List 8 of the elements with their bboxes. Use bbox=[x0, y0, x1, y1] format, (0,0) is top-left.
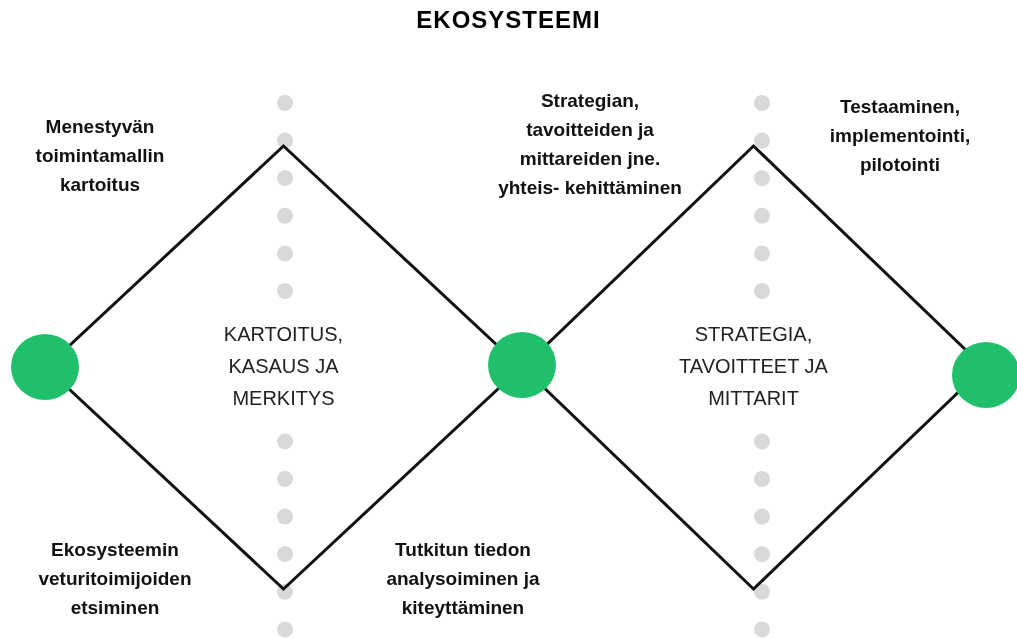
phase-description: Testaaminen, implementointi, pilotointi bbox=[828, 95, 972, 177]
phase-description: Strategian, tavoitteiden ja mittareiden jne. yhteis- kehittäminen bbox=[497, 89, 683, 200]
phase-description: Tutkitun tiedon analysoiminen ja kiteyttäminen bbox=[385, 538, 541, 620]
phase-description: Ekosysteemin veturitoimijoiden etsiminen bbox=[37, 538, 193, 620]
node-dot bbox=[11, 334, 79, 400]
phase-description: Menestyvän toimintamallin kartoitus bbox=[34, 115, 166, 197]
node-dot bbox=[488, 332, 556, 398]
title: EKOSYSTEEMI bbox=[415, 6, 602, 34]
